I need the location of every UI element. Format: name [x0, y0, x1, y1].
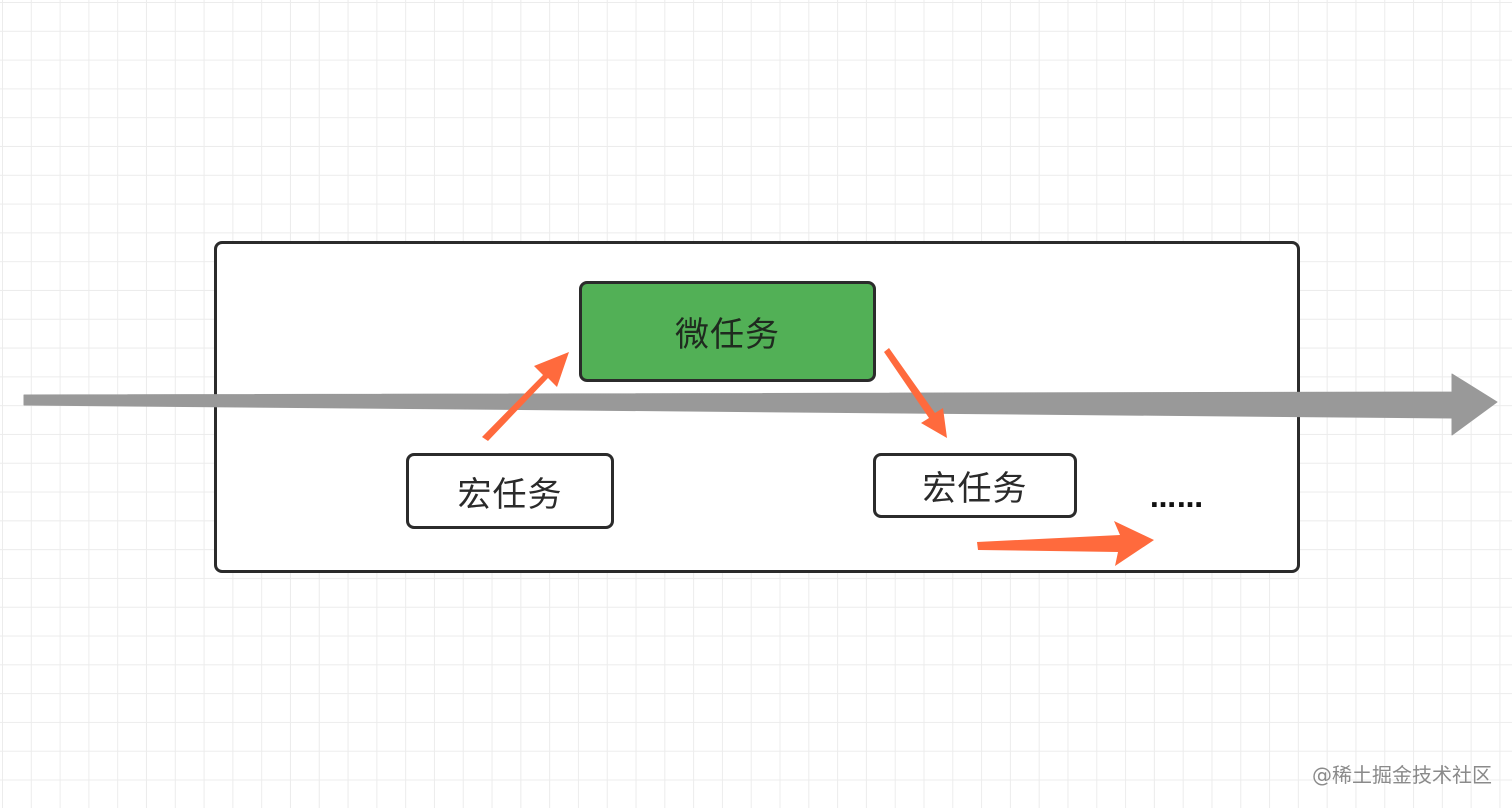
macro-task-label-2: 宏任务 — [922, 469, 1028, 509]
macro-task-node-1: 宏任务 — [406, 453, 614, 529]
macro-task-node-2: 宏任务 — [873, 453, 1077, 518]
micro-task-label: 微任务 — [675, 315, 780, 355]
timeline-arrow — [23, 373, 1498, 436]
flow-arrow-macro-to-micro — [482, 352, 569, 441]
ellipsis-text: …… — [1150, 484, 1204, 514]
macro-task-label-1: 宏任务 — [457, 474, 563, 515]
flow-arrow-micro-to-macro — [884, 348, 947, 438]
micro-task-node: 微任务 — [579, 281, 876, 382]
watermark: @稀土掘金技术社区 — [1312, 763, 1492, 787]
flow-arrow-continue — [977, 521, 1154, 566]
